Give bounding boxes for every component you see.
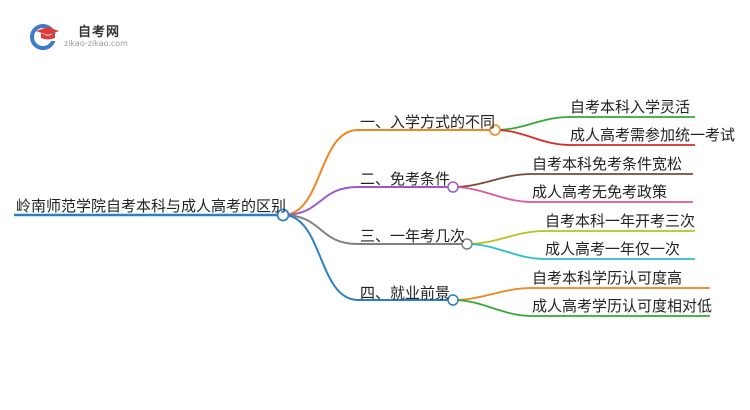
- branch-4-label: 四、就业前景: [360, 284, 451, 302]
- branch-3-label: 三、一年考几次: [360, 227, 466, 245]
- branch-3-leaf-1: 自考本科一年开考三次: [545, 212, 696, 230]
- branch-4-connector: [282, 214, 453, 301]
- branch-1-leaf-1: 自考本科入学灵活: [570, 98, 691, 116]
- branch-4-leaf-1-connector: [452, 287, 710, 301]
- branch-1-leaf-2-connector: [494, 129, 695, 146]
- branch-3-leaf-2: 成人高考一年仅一次: [545, 240, 681, 258]
- branch-2-label: 二、免考条件: [360, 170, 451, 188]
- branch-4-leaf-1: 自考本科学历认可度高: [532, 269, 683, 287]
- branch-2-leaf-1-connector: [452, 173, 693, 188]
- branch-4-leaf-2-connector: [452, 299, 710, 317]
- branch-4-leaf-2: 成人高考学历认可度相对低: [532, 297, 713, 315]
- logo-title: 自考网: [78, 25, 121, 40]
- branch-2-node: [447, 181, 459, 193]
- branch-2-leaf-1: 自考本科免考条件宽松: [532, 155, 683, 173]
- branch-3-leaf-1-connector: [466, 230, 695, 245]
- branch-1-node: [489, 124, 501, 136]
- root-node-circle: [276, 208, 290, 222]
- branch-2-leaf-2-connector: [452, 186, 693, 203]
- site-logo[interactable]: 自考网 zikao-zikao.com: [30, 18, 140, 58]
- root-node: 岭南师范学院自考本科与成人高考的区别: [16, 197, 287, 215]
- branch-2-leaf-2: 成人高考无免考政策: [532, 183, 668, 201]
- branch-2-connector: [282, 186, 453, 216]
- branch-1-label: 一、入学方式的不同: [360, 113, 496, 131]
- branch-1-leaf-1-connector: [494, 116, 695, 131]
- graduation-cap-icon: [30, 24, 59, 50]
- branch-1-leaf-2: 成人高考需参加统一考试: [570, 126, 736, 144]
- branch-3-node: [461, 238, 473, 250]
- logo-url: zikao-zikao.com: [64, 39, 128, 48]
- branch-3-connector: [282, 214, 467, 245]
- branch-1-connector: [282, 129, 495, 216]
- branch-4-node: [447, 294, 459, 306]
- branch-3-leaf-2-connector: [466, 243, 695, 260]
